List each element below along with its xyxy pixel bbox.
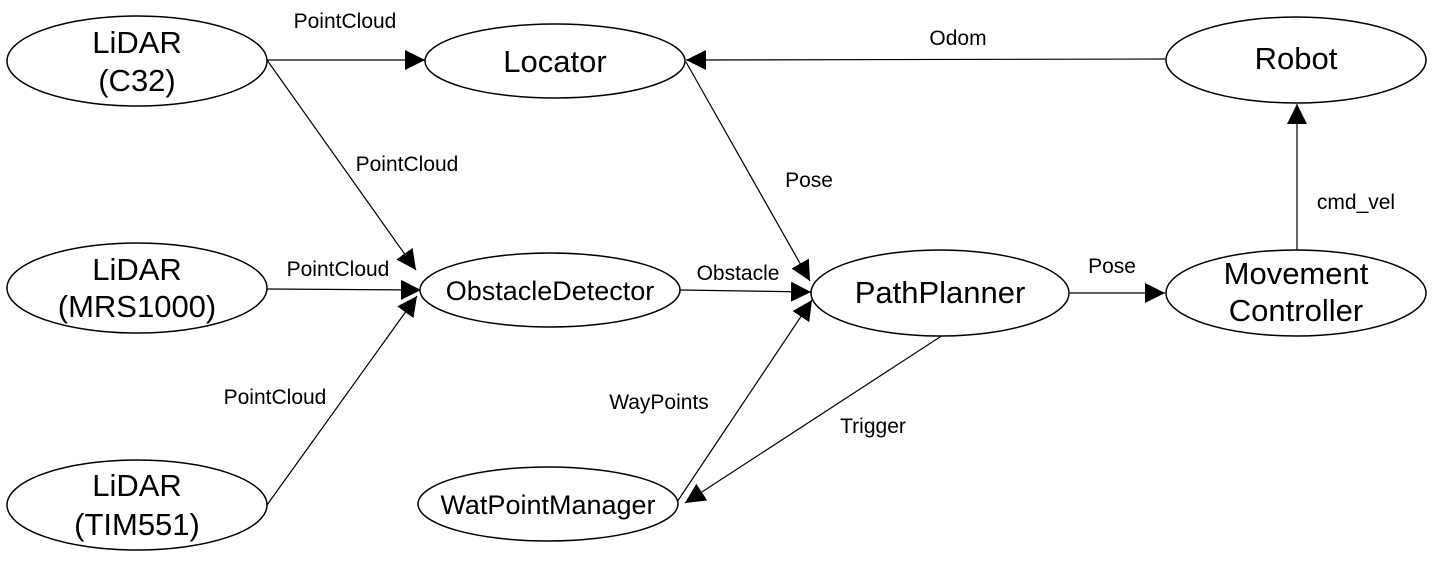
- node-lidar-tim551: LiDAR (TIM551): [6, 459, 268, 551]
- edge-robot-to-locator: [685, 49, 1166, 70]
- nodes: LiDAR (C32) LiDAR (MRS1000) LiDAR (TIM55…: [6, 15, 1427, 551]
- node-lidar-mrs1000: LiDAR (MRS1000): [6, 242, 268, 334]
- node-movement-controller: Movement Controller: [1165, 249, 1427, 337]
- node-movement-controller-line1: Movement: [1224, 256, 1369, 291]
- edge-obstacle-to-planner: [679, 281, 812, 302]
- edge-locator-to-planner: [685, 61, 811, 282]
- node-robot: Robot: [1165, 16, 1427, 104]
- edge-label-planner-to-controller: Pose: [1088, 255, 1136, 278]
- edge-label-waypoint-to-planner: WayPoints: [609, 391, 709, 414]
- edge-planner-to-waypoint: [684, 334, 944, 504]
- node-locator-label: Locator: [503, 44, 606, 79]
- node-obstacle-detector-label: ObstacleDetector: [446, 276, 655, 306]
- node-waypoint-manager-label: WatPointManager: [440, 490, 655, 520]
- node-lidar-mrs1000-line1: LiDAR: [92, 252, 182, 287]
- edge-label-planner-to-waypoint: Trigger: [840, 415, 906, 438]
- node-path-planner: PathPlanner: [810, 249, 1070, 337]
- edge-c32-to-obstacle: [266, 59, 417, 271]
- node-lidar-tim551-line2: (TIM551): [74, 507, 200, 542]
- edges: PointCloud PointCloud PointCloud PointCl…: [224, 10, 1395, 506]
- node-movement-controller-line2: Controller: [1229, 293, 1363, 328]
- node-lidar-tim551-line1: LiDAR: [92, 468, 182, 503]
- edge-tim551-to-obstacle: [266, 295, 418, 506]
- node-robot-label: Robot: [1255, 41, 1338, 76]
- node-waypoint-manager: WatPointManager: [417, 466, 679, 542]
- node-path-planner-label: PathPlanner: [855, 275, 1026, 310]
- edge-label-controller-to-robot: cmd_vel: [1317, 191, 1395, 214]
- edge-label-c32-to-obstacle: PointCloud: [356, 153, 459, 176]
- node-locator: Locator: [424, 23, 686, 99]
- edge-label-mrs1000-to-obstacle: PointCloud: [287, 258, 390, 281]
- edge-mrs1000-to-obstacle: [266, 279, 422, 300]
- edge-label-tim551-to-obstacle: PointCloud: [224, 386, 327, 409]
- edge-waypoint-to-planner: [676, 299, 813, 503]
- edge-label-c32-to-locator: PointCloud: [294, 10, 397, 33]
- node-obstacle-detector: ObstacleDetector: [419, 252, 681, 328]
- edge-label-robot-to-locator: Odom: [929, 27, 986, 50]
- edge-label-obstacle-to-planner: Obstacle: [697, 262, 780, 285]
- node-lidar-c32-line1: LiDAR: [92, 25, 182, 60]
- node-lidar-c32: LiDAR (C32): [6, 15, 268, 107]
- node-lidar-mrs1000-line2: (MRS1000): [58, 289, 217, 324]
- node-lidar-c32-line2: (C32): [98, 63, 176, 98]
- edge-label-locator-to-planner: Pose: [785, 169, 833, 192]
